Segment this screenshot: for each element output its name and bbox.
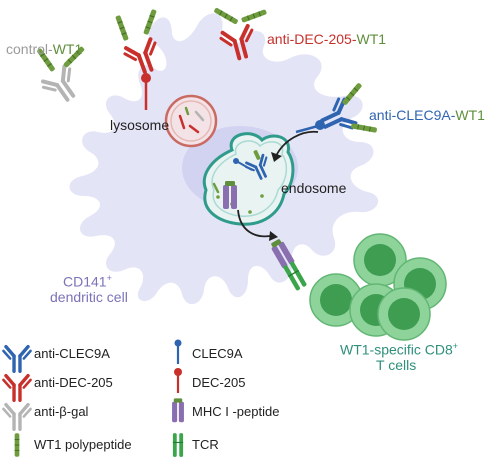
- internalization-arrow: [275, 130, 319, 157]
- label-dc-cd141: CD141: [63, 273, 107, 290]
- label-clec-suffix: WT1: [455, 107, 485, 123]
- label-control-suffix: WT1: [52, 41, 83, 57]
- anti-dec-205-wt1-antibody: [114, 8, 166, 110]
- legend-icon-anti-dec-205: [1, 373, 33, 402]
- legend-icon-wt1-polypeptide: [14, 432, 20, 458]
- legend-label-anti-dec-205: anti-DEC-205: [34, 375, 113, 390]
- label-clec-prefix: anti-CLEC9A-: [369, 107, 456, 123]
- legend-label-anti-beta-gal: anti-β-gal: [34, 404, 89, 419]
- legend-label-clec9a: CLEC9A: [192, 346, 243, 361]
- legend-label-mhc-i-peptide: MHC I -peptide: [192, 404, 280, 419]
- legend-icon-dec-205: [174, 368, 182, 393]
- label-endosome: endosome: [281, 180, 347, 196]
- label-dc-line1: CD141+: [63, 270, 112, 290]
- legend-label-dec-205: DEC-205: [192, 375, 246, 390]
- label-lysosome: lysosome: [110, 117, 170, 133]
- internalized-clec9a-antibody: [233, 150, 275, 184]
- label-control-wt1: control-WT1: [6, 41, 82, 57]
- legend-label-tcr: TCR: [192, 437, 219, 452]
- legend-icon-anti-beta-gal: [1, 402, 33, 431]
- legend-label-anti-clec9a: anti-CLEC9A: [34, 346, 110, 361]
- transport-arrow-to-surface: [237, 209, 271, 238]
- t-cell: [309, 273, 363, 327]
- legend-icon-mhc-i-peptide: [172, 398, 184, 423]
- label-dc-sup: +: [106, 273, 112, 283]
- label-tcell-line1: WT1-specific CD8+: [340, 338, 458, 358]
- label-tcell-text: WT1-specific CD8: [340, 341, 453, 358]
- label-dec-prefix: anti-DEC-205-: [267, 31, 357, 47]
- label-control-prefix: control-: [6, 41, 53, 57]
- label-anti-dec-205-wt1: anti-DEC-205-WT1: [267, 31, 386, 47]
- label-anti-clec9a-wt1: anti-CLEC9A-WT1: [369, 107, 485, 123]
- t-cells-cluster: [309, 233, 447, 341]
- label-tcell-line2: T cells: [376, 357, 417, 373]
- t-cell: [377, 287, 431, 341]
- label-dec-suffix: WT1: [356, 31, 387, 47]
- legend-icon-tcr: [172, 432, 184, 458]
- lysosome: [164, 94, 218, 148]
- label-tcell-sup: +: [452, 341, 459, 351]
- anti-clec9a-wt1-antibody: [295, 81, 378, 141]
- legend-icon-clec9a: [174, 339, 182, 364]
- legend-label-wt1-polypeptide: WT1 polypeptide: [34, 437, 132, 452]
- label-dc-line2: dendritic cell: [50, 289, 128, 305]
- legend-icon-anti-clec9a: [1, 344, 33, 373]
